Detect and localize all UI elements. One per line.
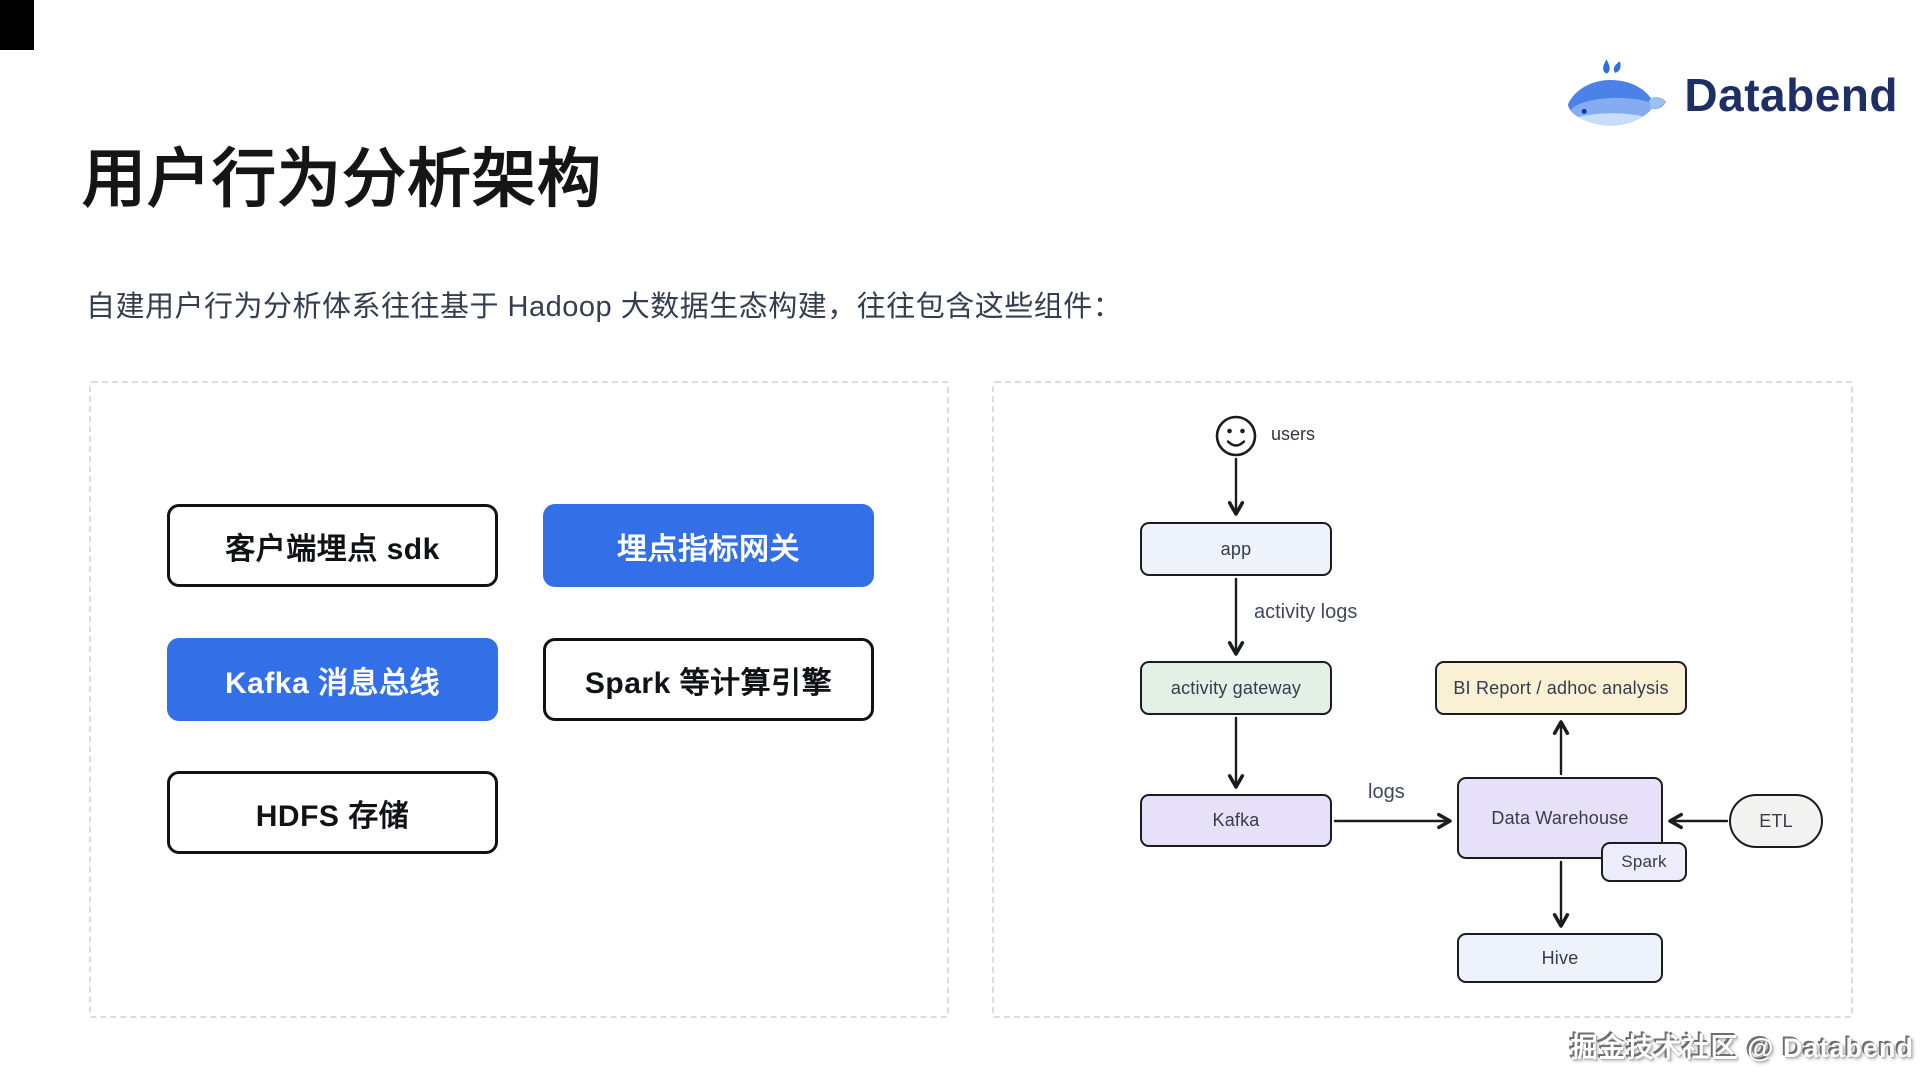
component-spark-engine: Spark 等计算引擎 — [543, 638, 874, 721]
users-label: users — [1271, 424, 1316, 444]
node-kafka: Kafka — [1140, 794, 1332, 847]
databend-logo: Databend — [1564, 56, 1898, 134]
databend-whale-icon — [1568, 59, 1667, 126]
node-etl: ETL — [1729, 794, 1823, 848]
node-app: app — [1140, 522, 1332, 576]
node-bi-report: BI Report / adhoc analysis — [1435, 661, 1687, 715]
node-hive: Hive — [1457, 933, 1663, 983]
users-smiley-icon — [1215, 415, 1257, 457]
edge-label-logs: logs — [1368, 781, 1405, 803]
watermark: 掘金技术社区 @ Databend — [1570, 1033, 1914, 1063]
architecture-diagram-panel: users app activity gateway BI Report / a… — [992, 381, 1853, 1018]
diagram-arrows-and-users-icon — [1215, 415, 1729, 928]
edge-label-activity-logs: activity logs — [1254, 601, 1358, 623]
component-kafka-bus: Kafka 消息总线 — [167, 638, 498, 721]
component-hdfs-storage: HDFS 存储 — [167, 771, 498, 854]
black-corner-artifact — [0, 0, 34, 50]
component-metrics-gateway: 埋点指标网关 — [543, 504, 874, 587]
page-title: 用户行为分析架构 — [82, 143, 602, 215]
databend-logo-text: Databend — [1684, 69, 1898, 121]
node-spark: Spark — [1601, 842, 1687, 882]
component-client-sdk: 客户端埋点 sdk — [167, 504, 498, 587]
node-activity-gateway: activity gateway — [1140, 661, 1332, 715]
page-subtitle: 自建用户行为分析体系往往基于 Hadoop 大数据生态构建，往往包含这些组件： — [86, 291, 1123, 323]
components-panel: 客户端埋点 sdk 埋点指标网关 Kafka 消息总线 Spark 等计算引擎 … — [89, 381, 949, 1018]
